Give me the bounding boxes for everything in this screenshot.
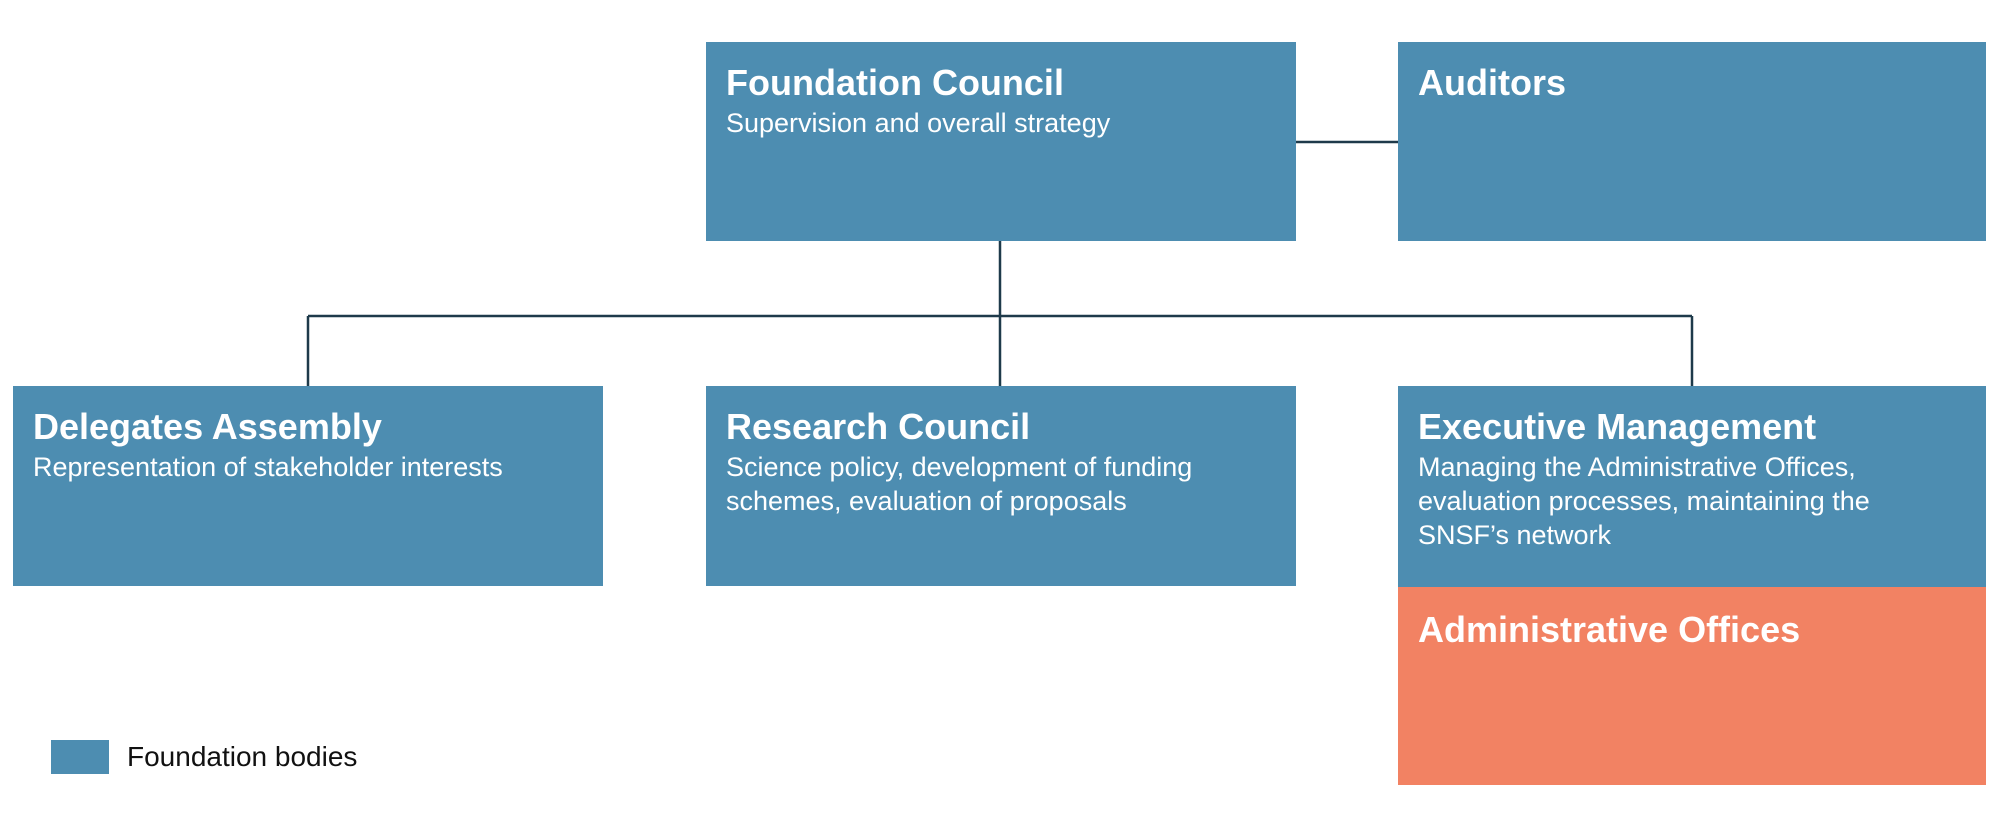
delegates-assembly-title: Delegates Assembly	[33, 406, 382, 447]
foundation-council-description: Supervision and overall strategy	[726, 108, 1111, 138]
foundation-council-box: Foundation Council Supervision and overa…	[706, 42, 1296, 241]
delegates-assembly-box: Delegates Assembly Representation of sta…	[13, 386, 603, 586]
legend-swatch-foundation-bodies	[51, 740, 109, 774]
research-council-box: Research Council Science policy, develop…	[706, 386, 1296, 586]
legend: Foundation bodies	[51, 740, 357, 774]
foundation-council-title: Foundation Council	[726, 62, 1064, 103]
research-council-description: Science policy, development of funding s…	[726, 452, 1193, 516]
delegates-assembly-description: Representation of stakeholder interests	[33, 452, 503, 482]
executive-management-title: Executive Management	[1418, 406, 1817, 447]
administrative-offices-title: Administrative Offices	[1418, 609, 1801, 650]
auditors-title: Auditors	[1418, 62, 1566, 103]
executive-management-description: Managing the Administrative Offices, eva…	[1418, 452, 1870, 550]
auditors-box: Auditors	[1398, 42, 1986, 241]
research-council-title: Research Council	[726, 406, 1031, 447]
legend-label-foundation-bodies: Foundation bodies	[127, 741, 358, 772]
administrative-offices-box: Administrative Offices	[1398, 587, 1986, 785]
executive-management-box: Executive Management Managing the Admini…	[1398, 386, 1986, 587]
